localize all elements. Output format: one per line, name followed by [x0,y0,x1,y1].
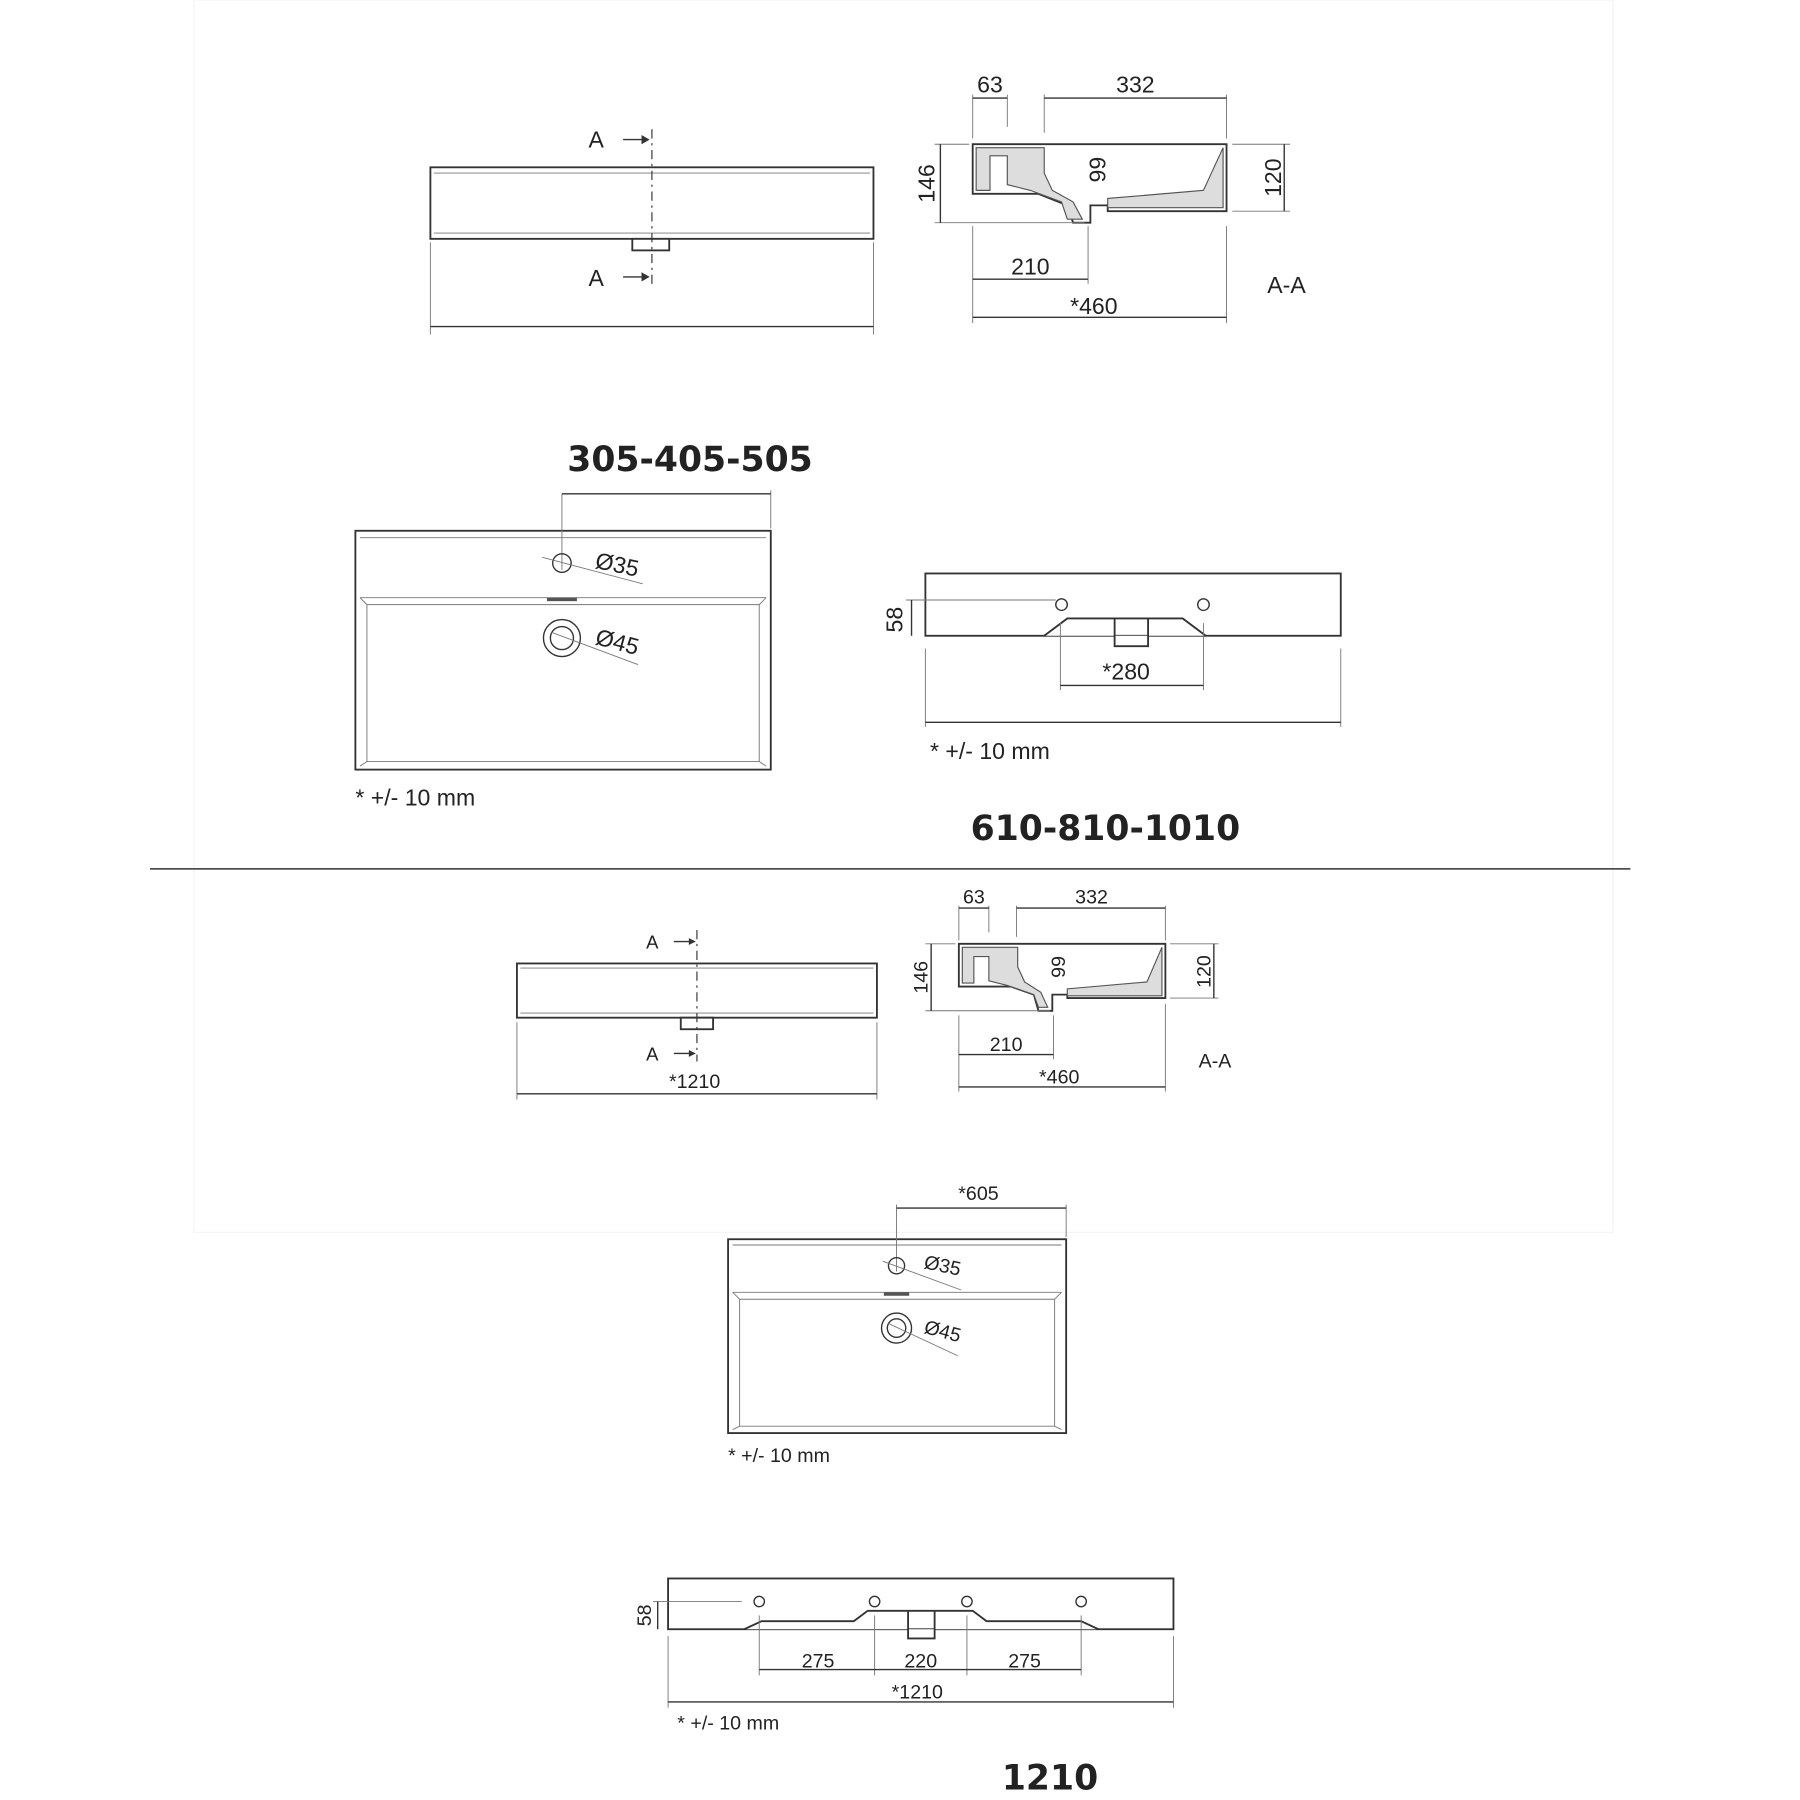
dim-280: *280 [1102,659,1149,685]
dim-146: 146 [911,961,933,994]
tolerance-note: * +/- 10 mm [930,738,1050,764]
dim-146: 146 [914,164,940,202]
tolerance-note: * +/- 10 mm [355,784,475,810]
dim-605: *605 [958,1183,998,1205]
bottom-section-view: 63 332 146 99 120 210 *460 A-A [911,886,1233,1092]
section-marker-a-top: A [588,127,604,153]
dim-275-right: 275 [1008,1650,1041,1672]
dim-210: 210 [990,1034,1023,1056]
dim-63: 63 [963,886,985,908]
section-label-a-a: A-A [1267,272,1306,298]
top-plan-view: Ø35 Ø45 * +/- 10 mm [354,490,772,810]
dim-1210: *1210 [669,1071,720,1093]
bottom-front-view: A A *1210 [516,929,878,1100]
tolerance-note: * +/- 10 mm [677,1713,779,1735]
section-label-a-a: A-A [1199,1050,1233,1072]
top-section-view: 63 332 146 99 120 210 *460 A-A [914,71,1306,324]
tolerance-note: * +/- 10 mm [728,1445,830,1467]
dim-210: 210 [1011,254,1049,280]
section-marker-a-bottom: A [646,1043,659,1064]
dim-63: 63 [977,71,1003,97]
section-marker-a-top: A [646,931,659,952]
dim-99: 99 [1048,956,1070,978]
dim-332: 332 [1116,71,1154,97]
dim-332: 332 [1075,886,1108,908]
model-title-305-405-505: 305-405-505 [567,440,812,480]
dim-275-left: 275 [802,1650,835,1672]
bottom-plan-view: *605 Ø35 Ø45 * +/- 10 mm [727,1183,1068,1467]
top-side-view: 58 *280 * +/- 10 mm [881,572,1342,764]
dim-460: *460 [1039,1066,1079,1088]
dim-220: 220 [904,1650,937,1672]
dim-58: 58 [634,1604,656,1626]
section-marker-a-bottom: A [588,265,604,291]
dim-120: 120 [1193,955,1215,988]
model-title-1210: 1210 [1002,1759,1098,1799]
dim-460: *460 [1070,293,1117,319]
model-title-610-810-1010: 610-810-1010 [971,809,1241,849]
top-front-view: A A [429,127,875,335]
bottom-side-view: 58 275 220 275 *1210 * +/- 10 mm [634,1577,1175,1735]
dim-120: 120 [1260,158,1286,196]
dim-58: 58 [881,607,907,633]
dim-99: 99 [1084,157,1110,183]
dim-1210: *1210 [892,1681,943,1703]
